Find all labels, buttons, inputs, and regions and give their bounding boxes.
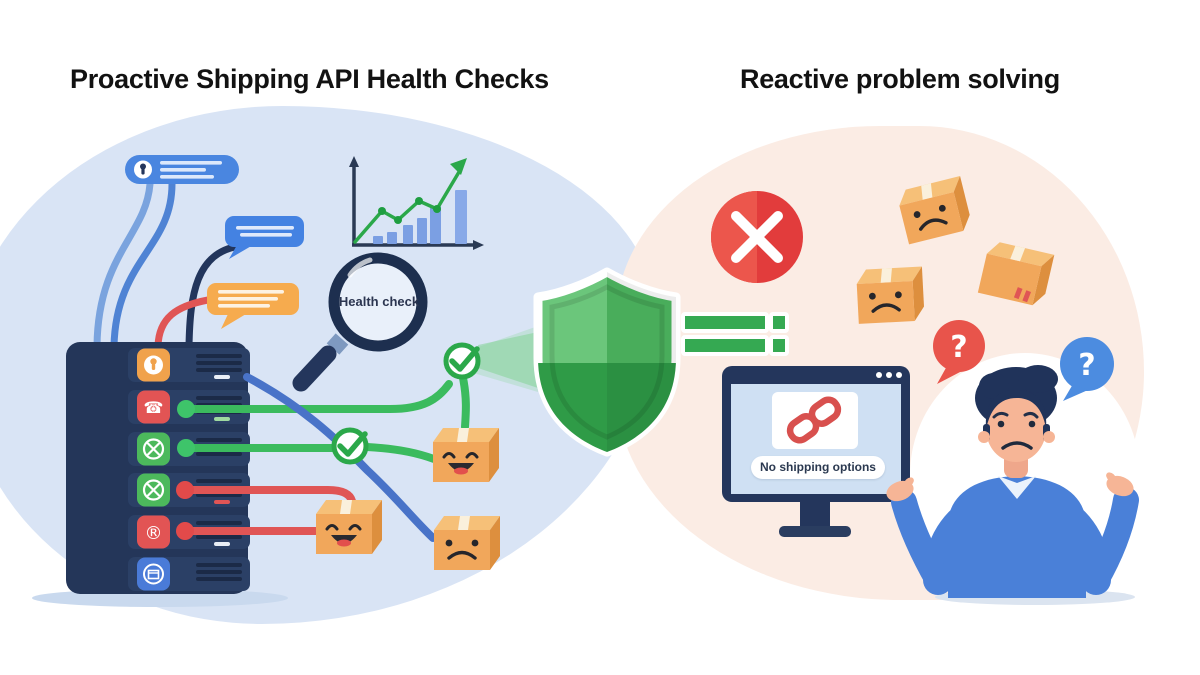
cancel-circle-icon	[142, 438, 165, 460]
cancel-circle-icon	[142, 479, 165, 501]
status-dot-green	[177, 400, 195, 418]
sad-package	[894, 174, 975, 247]
broken-link-icon	[786, 396, 842, 444]
question-bubble-blue: ?	[1060, 337, 1114, 401]
axis-arrow-up	[349, 156, 359, 167]
notification-wires	[93, 180, 244, 350]
question-mark: ?	[1078, 348, 1095, 383]
check-circle-icon	[443, 342, 481, 380]
monitor-base	[779, 526, 851, 537]
status-dot-red	[176, 481, 194, 499]
chat-bubble-orange	[207, 283, 299, 329]
package-icon	[143, 563, 164, 585]
happy-package	[431, 426, 501, 484]
lock-icon	[134, 160, 152, 179]
chart-bars	[373, 190, 467, 244]
error-x-icon	[711, 191, 803, 283]
status-dot-red	[176, 522, 194, 540]
sad-package	[854, 264, 927, 326]
collar	[998, 476, 1036, 499]
tumbling-package	[977, 240, 1055, 308]
magnifier-label: Health check	[338, 294, 420, 309]
server-row	[128, 348, 250, 382]
check-circle-icon	[331, 427, 369, 465]
status-dot-green	[177, 439, 195, 457]
monitor-error-message: No shipping options	[751, 456, 885, 479]
server-row: ®	[128, 515, 250, 549]
chart-trend-line	[353, 158, 467, 244]
shield-icon	[533, 267, 681, 457]
confused-man	[886, 365, 1139, 605]
growth-chart	[349, 156, 484, 250]
left-title: Proactive Shipping API Health Checks	[70, 64, 549, 94]
hair	[985, 390, 1047, 430]
axis-arrow-right	[473, 240, 484, 250]
status-wires	[176, 373, 470, 542]
right-title: Reactive problem solving	[740, 64, 1060, 94]
equals-bars	[681, 312, 789, 356]
validation-checks	[331, 326, 538, 465]
sweater	[948, 476, 1086, 598]
user-lock-icon	[144, 355, 163, 375]
phone-icon: ☎	[144, 398, 164, 417]
server-row	[128, 557, 250, 591]
sad-package	[432, 514, 502, 572]
chat-bubble-blue	[225, 216, 304, 259]
monitor-stand	[800, 502, 830, 528]
registered-icon: ®	[145, 523, 163, 544]
magnifier-icon	[292, 252, 428, 392]
happy-package	[314, 498, 384, 556]
question-mark: ?	[950, 330, 967, 365]
monitor	[722, 366, 910, 537]
alert-pill	[125, 155, 239, 184]
question-bubble-red: ?	[933, 320, 985, 384]
worried-face	[992, 411, 1039, 450]
